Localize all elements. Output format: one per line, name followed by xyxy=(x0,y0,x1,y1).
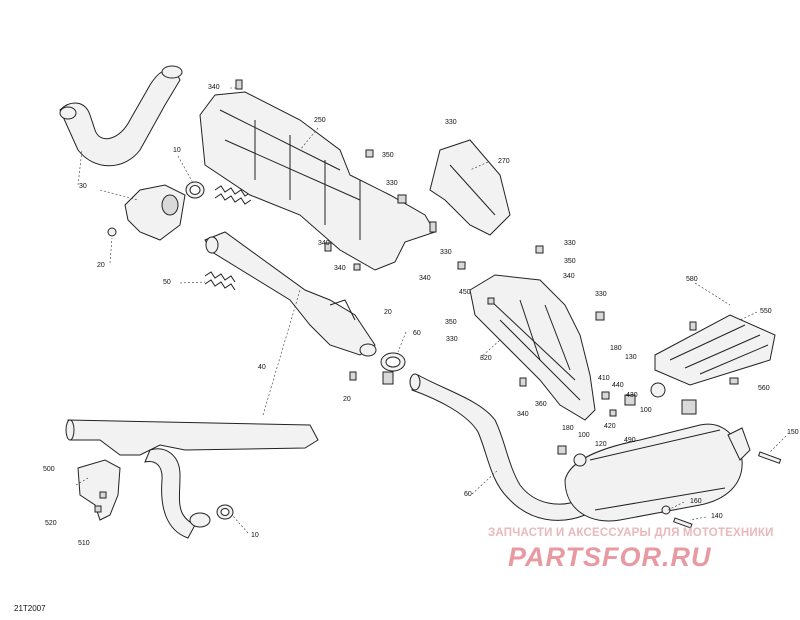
callout-label: 330 xyxy=(386,180,398,187)
callout-label: 320 xyxy=(480,355,492,362)
main-pipe-40 xyxy=(204,231,377,357)
bolt-140 xyxy=(672,517,693,529)
callout-label: 120 xyxy=(595,441,607,448)
callout-label: 100 xyxy=(578,432,590,439)
gasket-ring xyxy=(185,181,205,199)
callout-label: 490 xyxy=(624,437,636,444)
callout-label: 330 xyxy=(564,240,576,247)
callout-label: 20 xyxy=(384,309,392,316)
muffler xyxy=(564,399,751,522)
callout-label: 350 xyxy=(382,152,394,159)
callout-label: 60 xyxy=(413,330,421,337)
callout-label: 160 xyxy=(690,498,702,505)
header-pipe-lower xyxy=(65,419,319,539)
callout-label: 520 xyxy=(45,520,57,527)
gasket-lower xyxy=(216,504,234,520)
bracket-500 xyxy=(77,459,121,521)
callout-label: 50 xyxy=(163,279,171,286)
callout-label: 430 xyxy=(626,392,638,399)
fasteners xyxy=(94,79,739,515)
callout-label: 10 xyxy=(173,147,181,154)
diagram-reference-code: 21T2007 xyxy=(14,604,46,613)
callout-label: 250 xyxy=(314,117,326,124)
callout-label: 340 xyxy=(208,84,220,91)
watermark-text: ЗАПЧАСТИ И АКСЕССУАРЫ ДЛЯ МОТОТЕХНИКИ xyxy=(488,527,774,539)
header-pipe-upper xyxy=(59,65,183,167)
callout-label: 550 xyxy=(760,308,772,315)
callout-label: 140 xyxy=(711,513,723,520)
callout-label: 270 xyxy=(498,158,510,165)
callout-label: 440 xyxy=(612,382,624,389)
callout-label: 360 xyxy=(535,401,547,408)
callout-label: 560 xyxy=(758,385,770,392)
heat-shield-270 xyxy=(429,139,511,236)
callout-label: 580 xyxy=(686,276,698,283)
callout-label: 330 xyxy=(446,336,458,343)
callout-label: 330 xyxy=(595,291,607,298)
callout-label: 450 xyxy=(459,289,471,296)
heat-shield-upper xyxy=(199,91,436,271)
callout-label: 340 xyxy=(563,273,575,280)
callout-label: 330 xyxy=(440,249,452,256)
watermark-logo: PARTSFOR.RU xyxy=(508,542,712,572)
callout-label: 340 xyxy=(334,265,346,272)
callout-label: 20 xyxy=(97,262,105,269)
callout-label: 150 xyxy=(787,429,799,436)
leader-lines xyxy=(75,87,787,534)
heat-shield-320 xyxy=(469,274,596,421)
spring-lower xyxy=(204,271,236,291)
callout-label: 500 xyxy=(43,466,55,473)
callout-label: 340 xyxy=(419,275,431,282)
callout-label: 410 xyxy=(598,375,610,382)
callout-label: 60 xyxy=(464,491,472,498)
callout-label: 180 xyxy=(610,345,622,352)
bolt-150 xyxy=(757,451,782,464)
exhaust-flange xyxy=(107,184,186,241)
callout-label: 180 xyxy=(562,425,574,432)
svg-text:PARTSFOR.RU: PARTSFOR.RU xyxy=(508,542,712,572)
callout-label: 350 xyxy=(564,258,576,265)
callout-label: 40 xyxy=(258,364,266,371)
callout-label: 330 xyxy=(445,119,457,126)
callout-label: 130 xyxy=(625,354,637,361)
callout-label: 20 xyxy=(343,396,351,403)
callout-label: 350 xyxy=(445,319,457,326)
callout-label: 100 xyxy=(640,407,652,414)
clamp xyxy=(380,352,406,385)
callout-label: 340 xyxy=(318,240,330,247)
heat-shield-550 xyxy=(654,314,776,386)
callout-label: 10 xyxy=(251,532,259,539)
callout-label: 510 xyxy=(78,540,90,547)
spring-upper xyxy=(214,185,252,205)
callout-label: 340 xyxy=(517,411,529,418)
callout-label: 30 xyxy=(79,183,87,190)
callout-label: 420 xyxy=(604,423,616,430)
